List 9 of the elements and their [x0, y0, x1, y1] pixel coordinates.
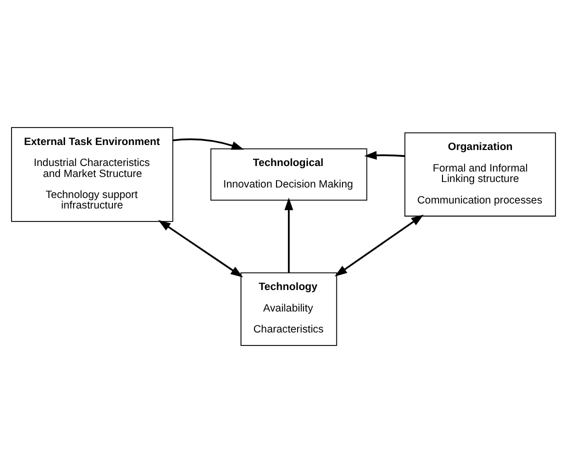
arrow: [334, 214, 424, 276]
node-box: Technology Availability Characteristics: [240, 272, 338, 346]
arrow: [158, 219, 244, 277]
arrow: [364, 150, 405, 160]
node-box: External Task Environment Industrial Characteristics and Market Structure Technology support infrastructure: [11, 126, 174, 222]
node-box: Technological Innovation Decision Making: [210, 148, 368, 200]
arrow: [284, 197, 294, 272]
node-box: Organization Formal and Informal Linking structure Communication processes: [404, 132, 556, 216]
arrow: [172, 138, 244, 150]
